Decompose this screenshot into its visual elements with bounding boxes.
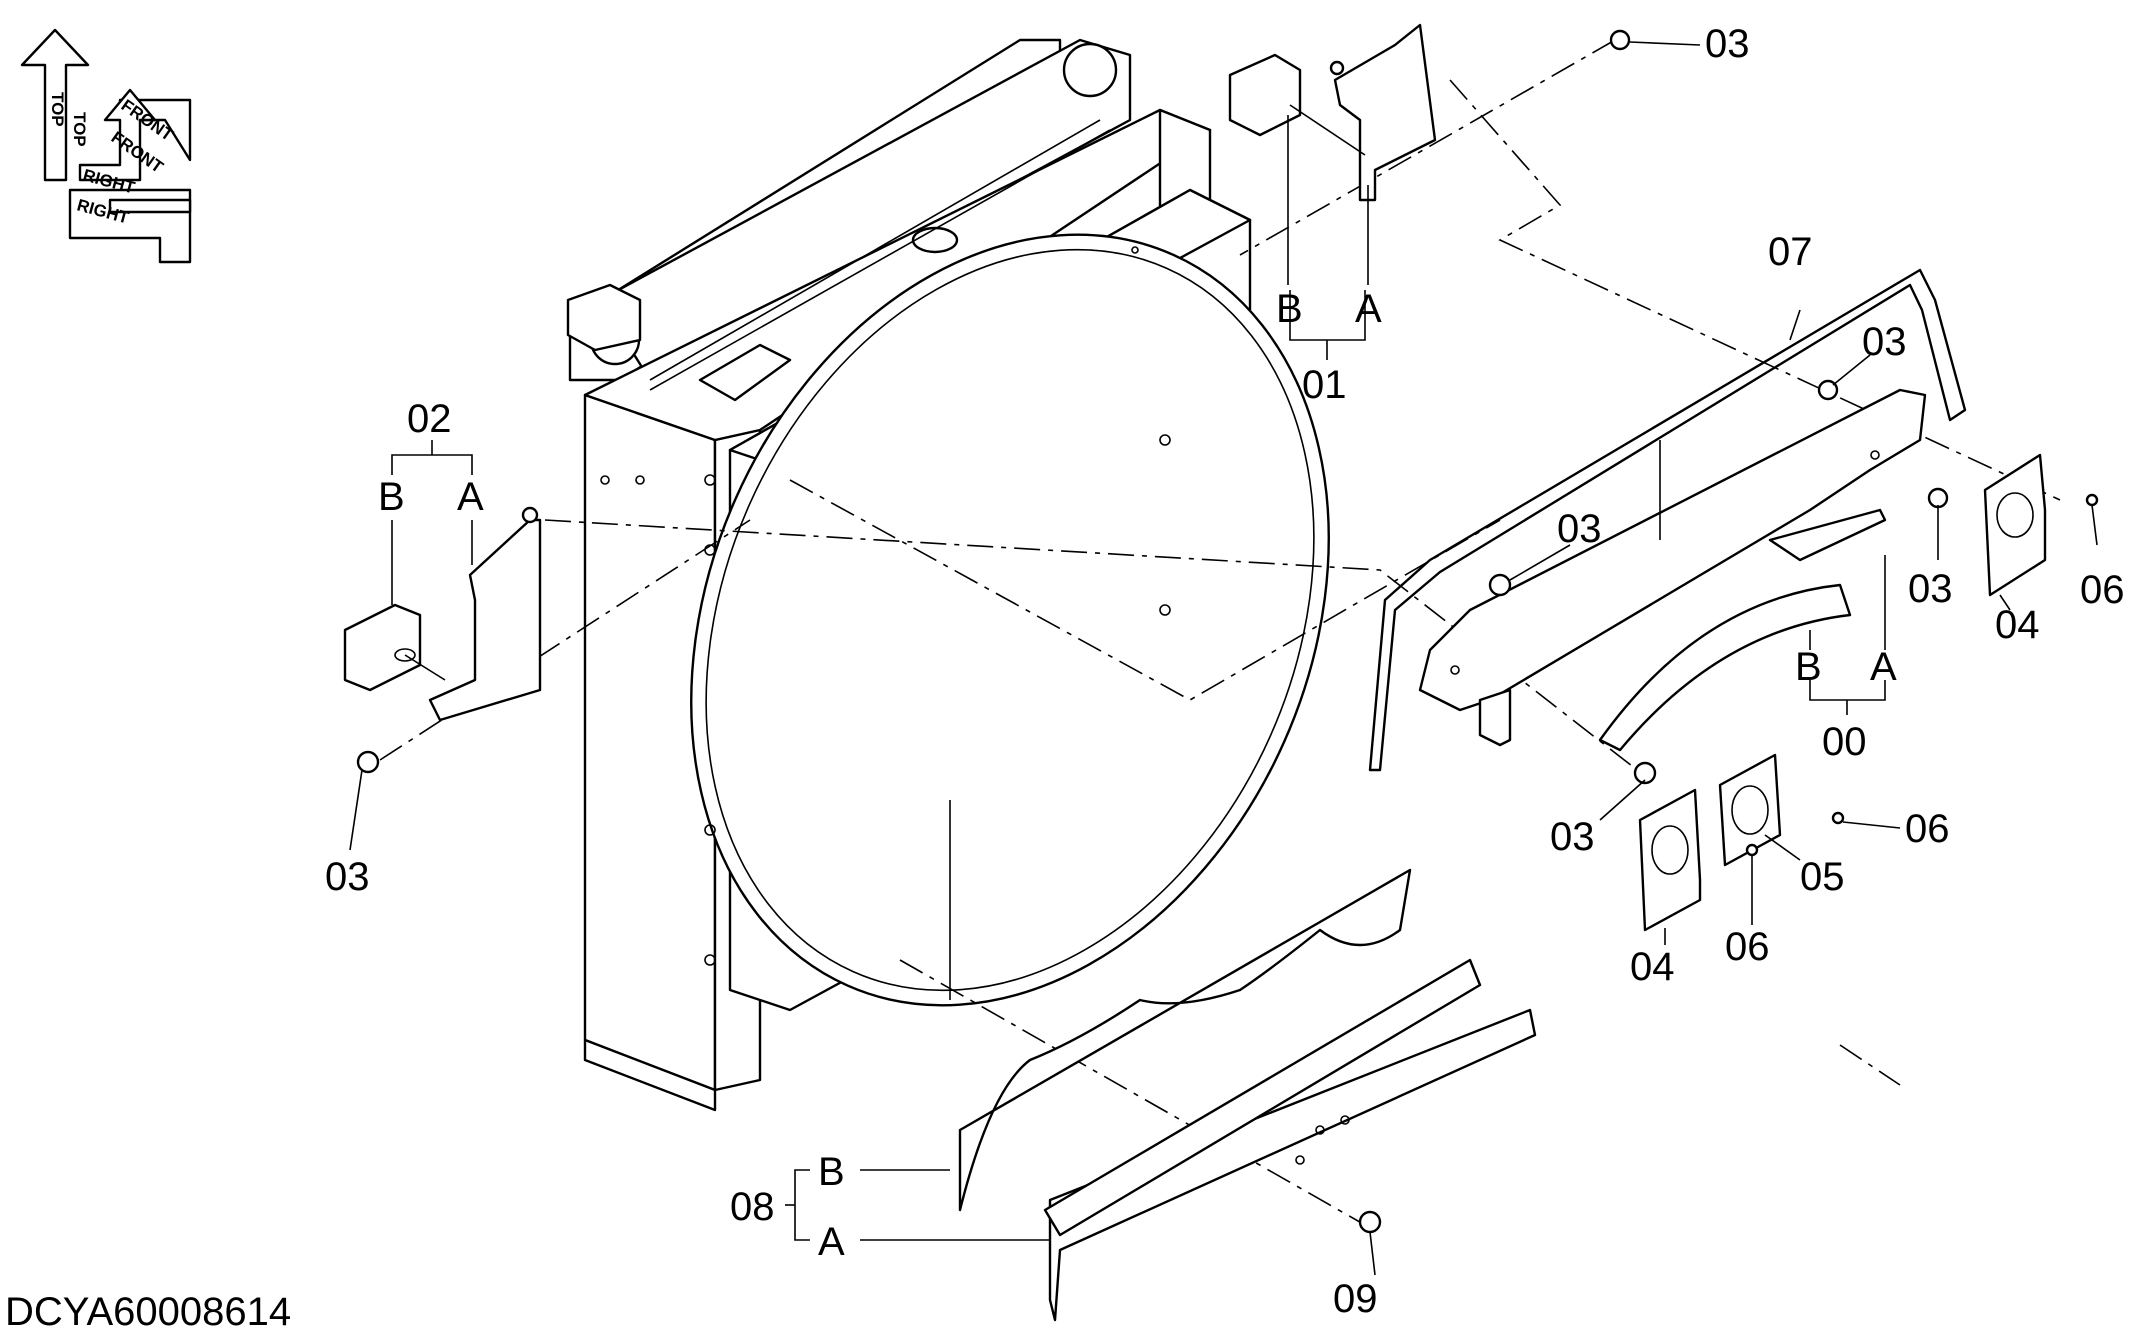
bolt-03-left bbox=[356, 750, 380, 774]
callout-05: 05 bbox=[1800, 855, 1845, 899]
bolt-09 bbox=[1358, 1210, 1382, 1234]
callout-03-right: 03 bbox=[1908, 567, 1953, 611]
callout-07: 07 bbox=[1768, 230, 1813, 274]
orient-top-label-2: TOP bbox=[70, 112, 89, 147]
bolt-03-right bbox=[1927, 487, 1949, 509]
part-02-seal-and-bracket bbox=[343, 506, 542, 722]
callout-01-a: A bbox=[1355, 287, 1382, 331]
callout-labels: 03 B A 01 02 B A 03 07 03 03 03 04 06 B … bbox=[325, 22, 2125, 1321]
callout-00: 00 bbox=[1822, 720, 1867, 764]
bolt-03-top bbox=[1609, 29, 1631, 51]
callout-03-upper-right: 03 bbox=[1862, 320, 1907, 364]
callout-03-top: 03 bbox=[1705, 22, 1750, 66]
assembly-guide-lines bbox=[379, 39, 2061, 1226]
callout-08-a: A bbox=[818, 1220, 845, 1264]
callout-02: 02 bbox=[407, 397, 452, 441]
callout-06-lower: 06 bbox=[1725, 925, 1770, 969]
callout-06-right: 06 bbox=[2080, 568, 2125, 612]
callout-08-b: B bbox=[818, 1150, 845, 1194]
bolt-03-center bbox=[1488, 573, 1512, 597]
callout-00-a: A bbox=[1870, 645, 1897, 689]
bolt-03-lower bbox=[1633, 761, 1657, 785]
frame-bolt-holes bbox=[600, 246, 1171, 966]
screw-06-right bbox=[2085, 493, 2099, 507]
part-05-plate bbox=[1718, 753, 1782, 867]
part-01-seal-and-bracket bbox=[1228, 23, 1437, 202]
callout-03-left: 03 bbox=[325, 855, 370, 899]
callout-04-bottom: 04 bbox=[1630, 945, 1675, 989]
screw-06-lower bbox=[1745, 843, 1759, 857]
part-00-shroud-panel bbox=[1418, 388, 1927, 752]
part-04-plate-right bbox=[1983, 453, 2047, 597]
callout-09: 09 bbox=[1333, 1277, 1378, 1321]
callout-06-middle: 06 bbox=[1905, 807, 1950, 851]
part-08-lower-seal bbox=[958, 868, 1537, 1322]
callout-00-b: B bbox=[1795, 645, 1822, 689]
callout-02-a: A bbox=[457, 475, 484, 519]
radiator-assembly bbox=[566, 38, 1330, 1112]
bolts bbox=[356, 29, 2099, 1234]
orient-top-label: TOP bbox=[48, 92, 67, 127]
callout-02-b: B bbox=[378, 475, 405, 519]
diagram-code: DCYA60008614 bbox=[5, 1290, 291, 1334]
orientation-indicator: TOP TOP FRONT FRONT RIGHT RIGHT bbox=[20, 28, 192, 264]
callout-01-b: B bbox=[1276, 287, 1303, 331]
part-04-plate-bottom bbox=[1638, 788, 1702, 932]
callout-leaders bbox=[349, 41, 2098, 1276]
callout-01: 01 bbox=[1302, 363, 1347, 407]
callout-04-right: 04 bbox=[1995, 603, 2040, 647]
bolt-03-upper-right bbox=[1817, 379, 1839, 401]
screw-06-middle bbox=[1831, 811, 1845, 825]
callout-08: 08 bbox=[730, 1185, 775, 1229]
part-07-seal-strip bbox=[1368, 268, 1967, 772]
callout-03-lower: 03 bbox=[1550, 815, 1595, 859]
callout-03-center: 03 bbox=[1557, 507, 1602, 551]
